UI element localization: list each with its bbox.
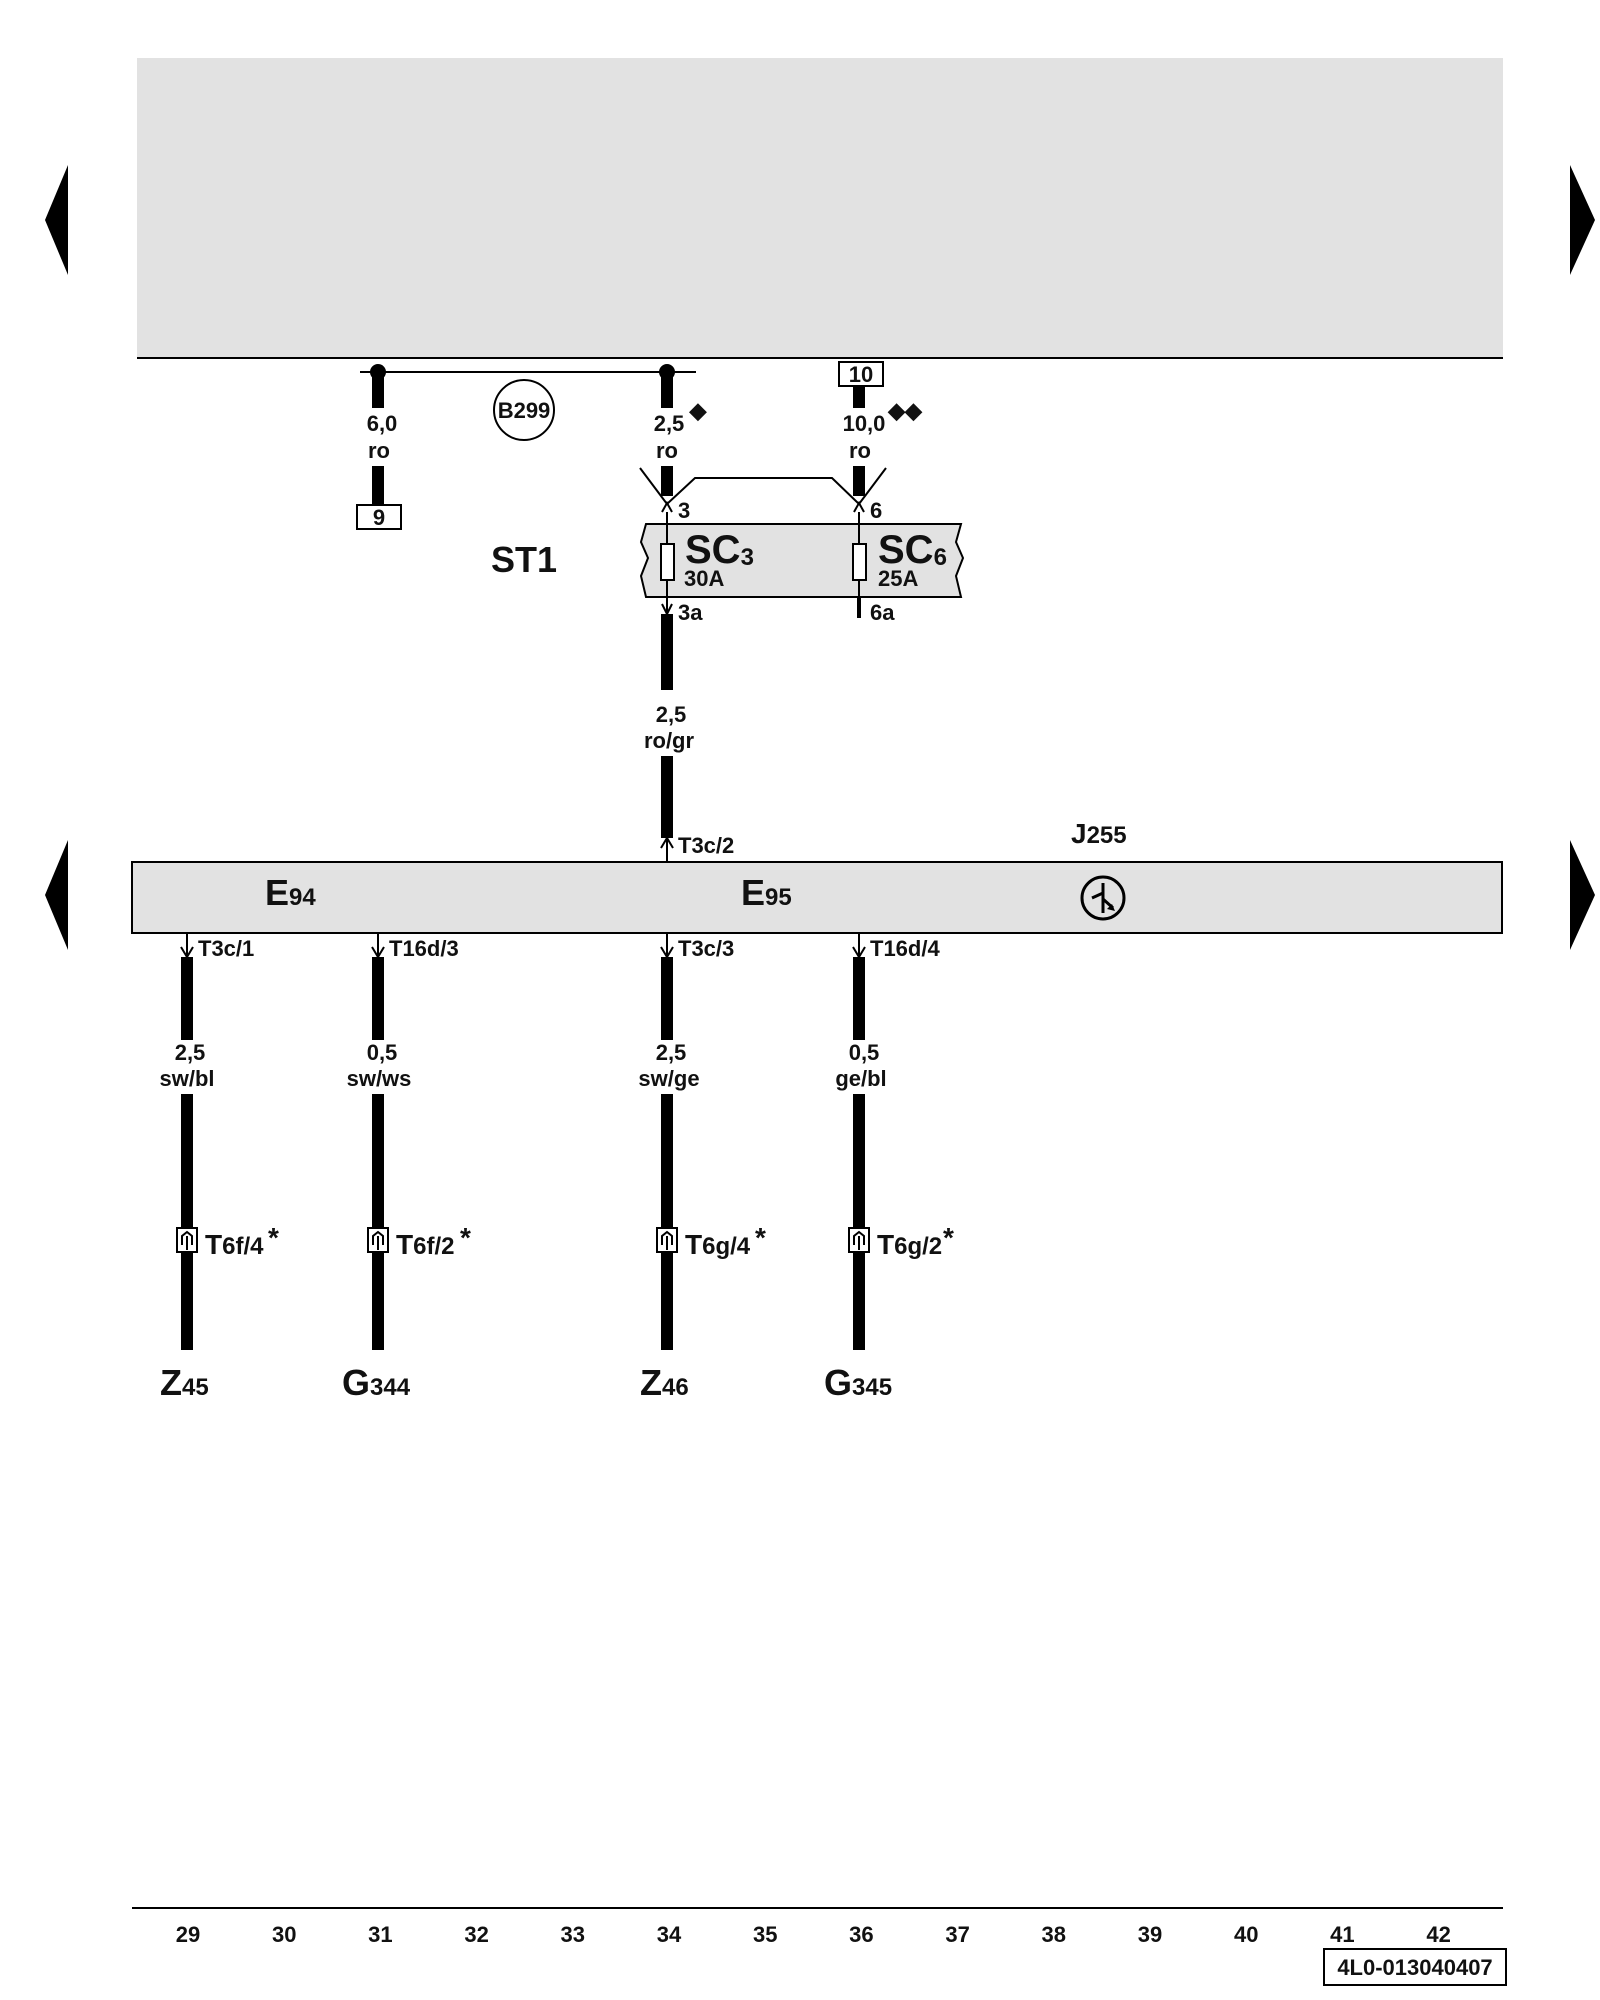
wire-col34-mid: 2,5 ro/gr T3c/2 [644,614,734,862]
svg-text:◆◆: ◆◆ [887,398,923,423]
svg-text:T3c/2: T3c/2 [678,833,734,858]
svg-text:ro: ro [656,438,678,463]
wire-col36-bottom: T16d/4 0,5 ge/bl T6g/2 * G345 [824,933,954,1403]
svg-text:2,5: 2,5 [654,411,685,436]
svg-text:*: * [460,1222,471,1253]
wire-col34-bottom: T3c/3 2,5 sw/ge T6g/4 * Z46 [638,933,766,1403]
wire-col31-bottom: T16d/3 0,5 sw/ws T6f/2 * G344 [342,933,471,1403]
fuse-sc3-icon [660,543,675,581]
splice-b299: B299 [493,379,555,441]
svg-text:6a: 6a [870,600,895,625]
prev-page-arrow-top[interactable] [45,165,68,275]
svg-text:J255: J255 [1071,818,1127,849]
svg-text:ST1: ST1 [491,539,557,580]
grid-number: 34 [657,1922,682,1947]
fuse-sc6-icon [852,543,867,581]
svg-text:T6f/2: T6f/2 [396,1229,454,1260]
svg-text:2,5: 2,5 [175,1040,206,1065]
next-page-arrow-top[interactable] [1570,165,1595,275]
electronic-switch-icon [1080,875,1126,921]
svg-text:sw/ge: sw/ge [638,1066,699,1091]
svg-text:10,0: 10,0 [843,411,886,436]
svg-text:T16d/4: T16d/4 [870,936,940,961]
svg-text:T6g/2: T6g/2 [877,1229,942,1260]
grid-number: 38 [1042,1922,1066,1947]
svg-text:6,0: 6,0 [367,411,398,436]
svg-text:6: 6 [870,498,882,523]
grid-number: 36 [849,1922,873,1947]
svg-text:T3c/1: T3c/1 [198,936,254,961]
svg-text:ge/bl: ge/bl [835,1066,886,1091]
grid-number: 32 [464,1922,488,1947]
svg-text:25A: 25A [878,566,918,591]
svg-text:Z46: Z46 [640,1362,689,1403]
svg-text:ro/gr: ro/gr [644,728,695,753]
svg-text:Z45: Z45 [160,1362,209,1403]
grid-number: 33 [561,1922,585,1947]
svg-text:SC6: SC6 [878,528,947,572]
svg-text:◆: ◆ [689,398,708,423]
svg-text:*: * [943,1222,954,1253]
svg-text:T6f/4: T6f/4 [205,1229,264,1260]
svg-text:E95: E95 [741,872,792,913]
svg-text:3a: 3a [678,600,703,625]
control-module-j255: J255 E94 E95 [131,818,1503,934]
svg-text:*: * [268,1222,279,1253]
wire-col34-top: 2,5 ◆ ro [654,364,708,496]
grid-number: 40 [1234,1922,1258,1947]
svg-text:2,5: 2,5 [656,702,687,727]
svg-text:SC3: SC3 [685,528,754,572]
svg-text:10: 10 [849,362,873,387]
wire-col31: 6,0 ro 9 [356,364,402,530]
svg-text:E94: E94 [265,872,316,913]
prev-page-arrow-mid[interactable] [45,840,68,950]
svg-text:ro: ro [368,438,390,463]
svg-text:4L0-013040407: 4L0-013040407 [1337,1955,1492,1980]
fuse-block-st1: ST1 SC3 30A SC6 25A [491,512,965,598]
svg-text:0,5: 0,5 [367,1040,398,1065]
svg-text:30A: 30A [684,566,724,591]
svg-text:0,5: 0,5 [849,1040,880,1065]
grid-number: 37 [945,1922,969,1947]
grid-reference-numbers: 29 30 31 32 33 34 35 36 37 38 39 40 41 42 [176,1922,1451,1947]
grid-number: 31 [368,1922,392,1947]
svg-text:G345: G345 [824,1362,892,1403]
svg-text:9: 9 [373,505,385,530]
grid-number: 35 [753,1922,777,1947]
grid-number: 42 [1426,1922,1450,1947]
wire-col36-top: 10 10,0 ◆◆ ro [838,361,923,496]
grid-number: 29 [176,1922,200,1947]
svg-text:G344: G344 [342,1362,411,1403]
grid-number: 30 [272,1922,296,1947]
next-page-arrow-mid[interactable] [1570,840,1595,950]
upper-component-area [137,58,1503,358]
svg-text:B299: B299 [498,398,551,423]
svg-text:T16d/3: T16d/3 [389,936,459,961]
svg-text:2,5: 2,5 [656,1040,687,1065]
svg-text:sw/ws: sw/ws [347,1066,412,1091]
document-id-box: 4L0-013040407 [1323,1948,1507,1986]
grid-number: 41 [1330,1922,1354,1947]
svg-text:ro: ro [849,438,871,463]
grid-number: 39 [1138,1922,1162,1947]
svg-text:T3c/3: T3c/3 [678,936,734,961]
wire-col29: T3c/1 2,5 sw/bl T6f/4 * Z45 [159,933,279,1403]
svg-text:3: 3 [678,498,690,523]
svg-text:T6g/4: T6g/4 [685,1229,751,1260]
svg-text:sw/bl: sw/bl [159,1066,214,1091]
svg-text:*: * [755,1222,766,1253]
